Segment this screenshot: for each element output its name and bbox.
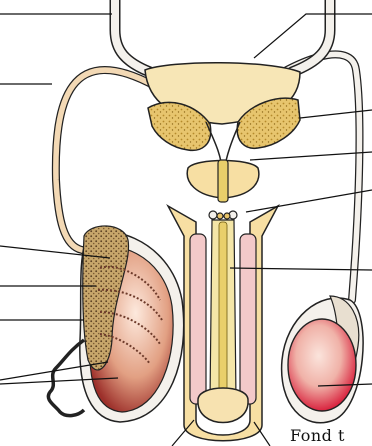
glans-penis [198, 388, 248, 423]
left-ureter [115, 0, 150, 72]
right-corpus-cavernosum [240, 234, 256, 404]
bulbourethral-glands [209, 211, 237, 219]
leader-line-bulbourethral [246, 190, 372, 212]
left-vas-deferens [56, 70, 155, 250]
right-testis [288, 319, 356, 411]
left-corpus-cavernosum [190, 234, 206, 404]
left-vas-coil [48, 340, 84, 416]
caption-fragment: Fond t [290, 426, 345, 445]
urethra-canal [219, 222, 227, 410]
leader-line-bladder [254, 14, 372, 58]
prostatic-urethra [218, 160, 228, 202]
leader-line-prostate [250, 152, 372, 160]
